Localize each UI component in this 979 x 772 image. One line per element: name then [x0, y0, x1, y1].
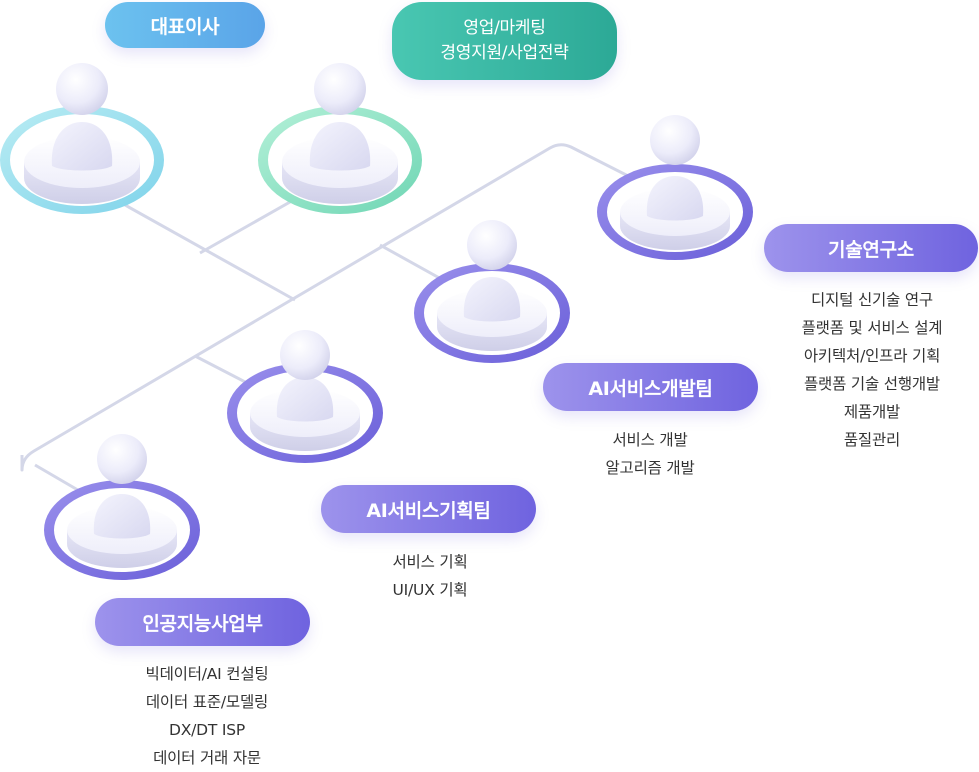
pawn-body-research-lab — [646, 176, 704, 221]
pawn-body-ceo — [51, 122, 113, 171]
ai-division-items: 빅데이터/AI 컨설팅 데이터 표준/모델링 DX/DT ISP 데이터 거래 … — [107, 660, 307, 772]
figure-ceo — [0, 63, 164, 214]
list-item: 플랫폼 및 서비스 설계 — [801, 319, 943, 337]
list-item: 품질관리 — [843, 431, 901, 449]
pawn-head-ai-division — [97, 434, 147, 484]
list-item: 디지털 신기술 연구 — [811, 291, 933, 309]
pawn-body-ai-division — [93, 494, 151, 539]
list-item: 서비스 기획 — [392, 553, 468, 571]
pawn-head-business-support — [314, 63, 366, 115]
pawn-head-ai-dev-team — [467, 220, 517, 270]
ai-planning-team-label: AI서비스기획팀 — [321, 485, 536, 533]
business-support-label: 영업/마케팅 경영지원/사업전략 — [392, 2, 617, 80]
business-support-line: 영업/마케팅 — [463, 18, 546, 38]
figure-business-support — [258, 63, 422, 214]
list-item: 데이터 표준/모델링 — [145, 693, 269, 711]
pawn-head-ceo — [56, 63, 108, 115]
list-item: DX/DT ISP — [168, 721, 246, 739]
figure-research-lab — [597, 115, 753, 260]
list-item: 제품개발 — [843, 403, 901, 421]
ai-dev-team-label: AI서비스개발팀 — [543, 363, 758, 411]
pawn-body-ai-planning-team — [276, 377, 334, 422]
list-item: UI/UX 기획 — [392, 581, 468, 599]
pawn-body-business-support — [309, 122, 371, 171]
research-lab-items: 디지털 신기술 연구 플랫폼 및 서비스 설계 아키텍처/인프라 기획 플랫폼 … — [772, 286, 972, 454]
ai-planning-team-items: 서비스 기획 UI/UX 기획 — [340, 548, 520, 604]
ceo-label: 대표이사 — [105, 2, 265, 48]
pawn-body-ai-dev-team — [463, 277, 521, 322]
figure-ai-division — [44, 434, 200, 580]
research-lab-label: 기술연구소 — [764, 224, 978, 272]
figure-ai-dev-team — [414, 220, 570, 363]
list-item: 플랫폼 기술 선행개발 — [804, 375, 940, 393]
list-item: 아키텍처/인프라 기획 — [803, 347, 941, 365]
pawn-head-ai-planning-team — [280, 330, 330, 380]
business-support-line: 경영지원/사업전략 — [440, 43, 569, 63]
ai-dev-team-items: 서비스 개발 알고리즘 개발 — [560, 426, 740, 482]
list-item: 빅데이터/AI 컨설팅 — [145, 665, 269, 683]
pawn-head-research-lab — [650, 115, 700, 165]
list-item: 서비스 개발 — [612, 431, 688, 449]
list-item: 알고리즘 개발 — [605, 459, 695, 477]
connector-ceo — [124, 203, 296, 302]
ai-division-label: 인공지능사업부 — [95, 598, 310, 646]
figure-ai-planning-team — [227, 330, 383, 463]
list-item: 데이터 거래 자문 — [153, 749, 261, 767]
